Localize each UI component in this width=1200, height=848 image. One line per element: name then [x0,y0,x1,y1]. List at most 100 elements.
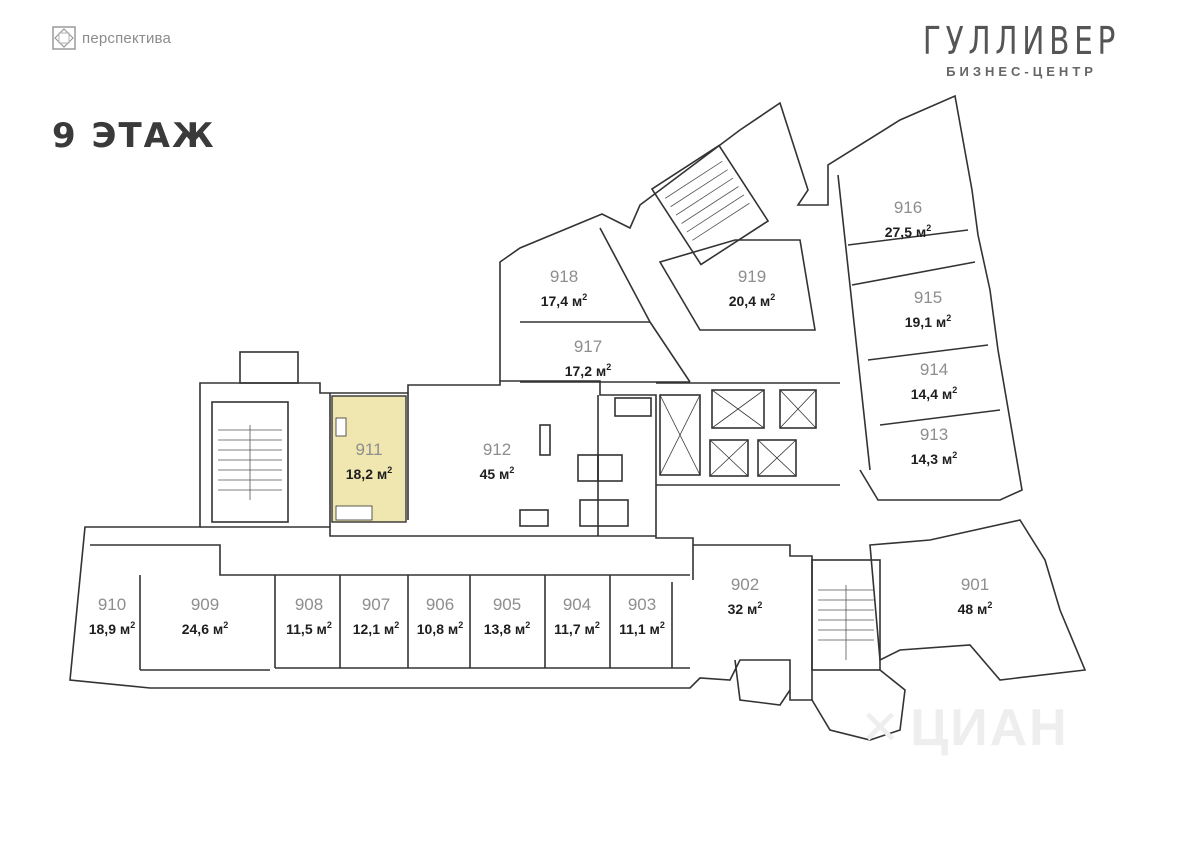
area-unit: м [977,601,987,617]
room-911-area-value: 18,2 [346,466,373,482]
area-unit: м [747,601,757,617]
area-unit-superscript: 2 [606,362,611,372]
floor-title: 9 ЭТАЖ [52,116,216,156]
north-tower-outline [499,94,1023,501]
room-906-area-value: 10,8 [417,621,444,637]
room-911-area: 18,2 м2 [346,465,393,482]
room-905-area-value: 13,8 [484,621,511,637]
area-unit: м [596,363,606,379]
room-917-area: 17,2 м2 [565,362,612,379]
area-unit-superscript: 2 [394,620,399,630]
room-903-area-value: 11,1 [619,621,646,637]
area-unit: м [213,621,223,637]
room-916-number: 916 [894,198,922,217]
room-902-number: 902 [731,575,759,594]
room-918-number: 918 [550,267,578,286]
room-913-area: 14,3 м2 [911,450,958,467]
room-918-area: 17,4 м2 [541,292,588,309]
room-911-number: 911 [355,440,382,459]
room-918-area-value: 17,4 [541,293,568,309]
room-912-area-value: 45 [480,466,496,482]
room-910-number: 910 [98,595,126,614]
room-913-number: 913 [920,425,948,444]
watermark: ✕ ЦИАН [860,698,1069,758]
stairs-east [811,559,881,671]
room-904-area-value: 11,7 [554,621,581,637]
perspektiva-logo-icon [52,26,76,50]
room-910-area: 18,9 м2 [89,620,136,637]
area-unit: м [377,466,387,482]
room-915-area: 19,1 м2 [905,313,952,330]
area-unit-superscript: 2 [223,620,228,630]
room-919-area-value: 20,4 [729,293,756,309]
room-902-area-value: 32 [728,601,744,617]
watermark-text: ЦИАН [910,699,1069,757]
area-unit-superscript: 2 [952,450,957,460]
area-unit-superscript: 2 [595,620,600,630]
room-904-number: 904 [563,595,591,614]
room-912-area: 45 м2 [480,465,515,482]
room-909-area-value: 24,6 [182,621,209,637]
area-unit: м [585,621,595,637]
area-unit-superscript: 2 [509,465,514,475]
room-914-area-value: 14,4 [911,386,938,402]
room-917-area-value: 17,2 [565,363,592,379]
room-908-area: 11,5 м2 [286,620,332,637]
room-908-area-value: 11,5 [286,621,313,637]
area-unit-superscript: 2 [130,620,135,630]
room-903-area: 11,1 м2 [619,620,665,637]
room-917-number: 917 [574,337,602,356]
brand-title: ГУЛЛИВЕР [922,19,1121,63]
area-unit-superscript: 2 [327,620,332,630]
room-919-number: 919 [738,267,766,286]
room-913-area-value: 14,3 [911,451,938,467]
stairs-west [211,401,289,523]
room-901-number: 901 [961,575,989,594]
brand-subtitle: БИЗНЕС-ЦЕНТР [946,64,1097,79]
room-916-area: 27,5 м2 [885,223,932,240]
room-902-area: 32 м2 [728,600,763,617]
room-912-number: 912 [483,440,511,459]
room-915-number: 915 [914,288,942,307]
room-910-area-value: 18,9 [89,621,116,637]
room-905-area: 13,8 м2 [484,620,531,637]
area-unit: м [384,621,394,637]
stairs-north [650,144,770,266]
balcony-west [239,351,299,384]
area-unit: м [515,621,525,637]
area-unit-superscript: 2 [387,465,392,475]
area-unit: м [650,621,660,637]
brand-block: ГУЛЛИВЕР БИЗНЕС-ЦЕНТР [895,20,1148,79]
room-914-area: 14,4 м2 [911,385,958,402]
room-907-area: 12,1 м2 [353,620,400,637]
room-909-number: 909 [191,595,219,614]
room-906-area: 10,8 м2 [417,620,464,637]
area-unit: м [120,621,130,637]
corridor-wall-south [90,544,690,576]
area-unit-superscript: 2 [926,223,931,233]
area-unit-superscript: 2 [525,620,530,630]
area-unit: м [942,386,952,402]
room-909-area: 24,6 м2 [182,620,229,637]
room-904-area: 11,7 м2 [554,620,600,637]
west-wing-outline [69,380,813,701]
area-unit: м [760,293,770,309]
logo: перспектива [52,26,171,50]
room-908-number: 908 [295,595,323,614]
area-unit-superscript: 2 [987,600,992,610]
area-unit: м [916,224,926,240]
area-unit-superscript: 2 [660,620,665,630]
area-unit: м [572,293,582,309]
room-903-number: 903 [628,595,656,614]
room-901-area-value: 48 [958,601,974,617]
room-916-area-value: 27,5 [885,224,912,240]
room-907-area-value: 12,1 [353,621,380,637]
cian-logo-icon: ✕ [860,702,903,755]
elevator-block [659,389,817,477]
logo-text: перспектива [82,29,172,47]
area-unit-superscript: 2 [946,313,951,323]
room-915-area-value: 19,1 [905,314,932,330]
area-unit-superscript: 2 [458,620,463,630]
